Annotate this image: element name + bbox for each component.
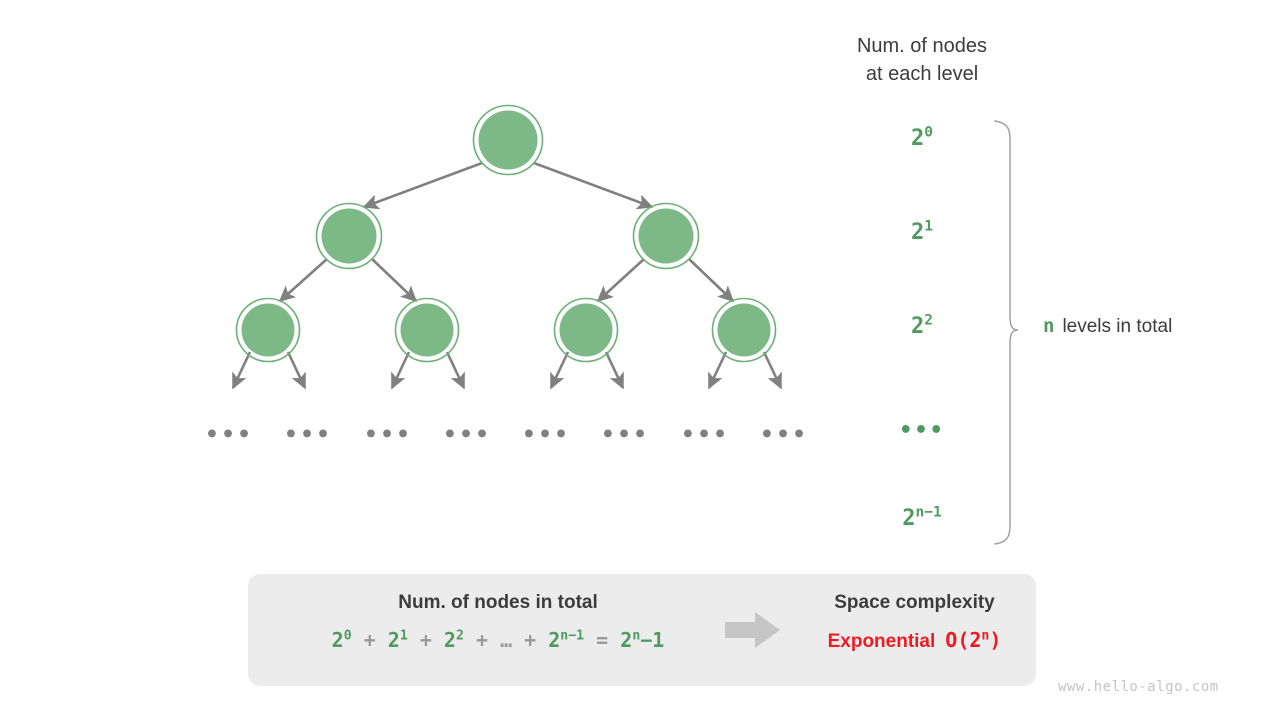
level-count-1: 21 bbox=[862, 218, 982, 245]
edge-root-right bbox=[533, 161, 654, 210]
leaf-ellipsis: ••• bbox=[204, 422, 254, 448]
level-count-1-base: 2 bbox=[911, 220, 925, 245]
edge-l1a-right bbox=[371, 258, 418, 303]
formula-term-last: 2n−1 bbox=[548, 628, 585, 652]
edge-l2b-left bbox=[390, 351, 411, 390]
edge-l1a-left bbox=[278, 258, 328, 303]
formula-op-1: + bbox=[419, 628, 432, 652]
level-count-2-exp: 2 bbox=[924, 312, 933, 329]
level-count-last-base: 2 bbox=[902, 506, 916, 531]
complexity-bigo: O(2n) bbox=[945, 628, 1002, 652]
summary-left-title: Num. of nodes in total bbox=[398, 592, 598, 613]
level-count-0: 20 bbox=[862, 124, 982, 151]
tree-node-l2-2 bbox=[553, 297, 619, 363]
levels-total-note: n levels in total bbox=[1043, 315, 1172, 338]
tree-node-l2-3 bbox=[711, 297, 777, 363]
level-count-0-exp: 0 bbox=[924, 124, 933, 141]
watermark: www.hello-algo.com bbox=[1058, 679, 1219, 695]
edge-l2c-right bbox=[604, 351, 625, 390]
edge-l2d-right bbox=[762, 351, 783, 390]
levels-total-text: levels in total bbox=[1062, 316, 1173, 337]
leaf-ellipsis: ••• bbox=[680, 422, 730, 448]
edge-l2c-left bbox=[549, 351, 570, 390]
levels-column-header-line2: at each level bbox=[865, 63, 979, 85]
tree-node-root bbox=[472, 104, 544, 176]
formula-ellipsis: … bbox=[500, 628, 513, 652]
level-count-last-exp: n−1 bbox=[915, 504, 942, 521]
levels-column-header: Num. of nodes at each level bbox=[822, 32, 1022, 88]
tree-node-l2-0 bbox=[235, 297, 301, 363]
formula-result: 2n−1 bbox=[620, 628, 665, 652]
tree-node-l1-0 bbox=[315, 202, 383, 270]
level-count-2-base: 2 bbox=[911, 314, 925, 339]
level-count-1-exp: 1 bbox=[924, 218, 933, 235]
edge-root-left bbox=[362, 161, 483, 210]
leaf-ellipsis: ••• bbox=[759, 422, 809, 448]
edge-l1b-left bbox=[596, 258, 645, 303]
level-count-last: 2n−1 bbox=[862, 504, 982, 531]
formula-op-2: + bbox=[475, 628, 489, 652]
levels-column-header-line1: Num. of nodes bbox=[856, 35, 988, 57]
level-count-2: 22 bbox=[862, 312, 982, 339]
formula-term-0: 20 bbox=[331, 628, 352, 652]
summary-left-group: Num. of nodes in total 20 + 21 + 22 + … … bbox=[248, 592, 748, 652]
edge-l2a-right bbox=[286, 351, 307, 390]
formula-equals: = bbox=[596, 628, 609, 652]
level-count-ellipsis: ••• bbox=[899, 418, 945, 443]
formula-term-1: 21 bbox=[387, 628, 408, 652]
summary-panel: Num. of nodes in total 20 + 21 + 22 + … … bbox=[248, 574, 1036, 686]
summary-formula: 20 + 21 + 22 + … + 2n−1 = 2n−1 bbox=[248, 628, 748, 652]
edge-l1b-right bbox=[688, 258, 735, 303]
tree-node-l2-1 bbox=[394, 297, 460, 363]
level-count-0-base: 2 bbox=[911, 126, 925, 151]
complexity-word: Exponential bbox=[827, 631, 936, 652]
leaf-ellipsis: ••• bbox=[442, 422, 492, 448]
edge-l2a-left bbox=[231, 351, 252, 390]
tree-node-l1-1 bbox=[632, 202, 700, 270]
right-arrow-icon bbox=[725, 612, 780, 648]
edge-l2d-left bbox=[707, 351, 728, 390]
formula-op-0: + bbox=[363, 628, 376, 652]
levels-brace bbox=[994, 120, 1019, 545]
summary-right-title: Space complexity bbox=[834, 592, 995, 613]
leaf-ellipsis: ••• bbox=[521, 422, 571, 448]
tree-edges bbox=[231, 161, 783, 390]
formula-op-3: + bbox=[524, 628, 537, 652]
leaf-ellipsis: ••• bbox=[600, 422, 650, 448]
tree-nodes bbox=[235, 104, 777, 363]
leaf-ellipsis: ••• bbox=[363, 422, 413, 448]
formula-term-2: 22 bbox=[443, 628, 464, 652]
levels-total-variable: n bbox=[1043, 315, 1055, 337]
edge-l2b-right bbox=[445, 351, 466, 390]
summary-right-group: Space complexity Exponential O(2n) bbox=[793, 592, 1036, 653]
leaf-ellipsis: ••• bbox=[283, 422, 333, 448]
summary-complexity: Exponential O(2n) bbox=[793, 628, 1036, 653]
